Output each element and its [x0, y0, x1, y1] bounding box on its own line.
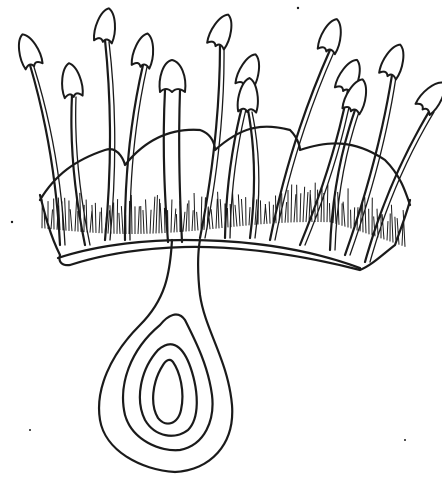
stigma [160, 60, 186, 92]
stamen-filament [105, 40, 110, 240]
stamen-filament-edge [275, 52, 334, 240]
hair-stroke [171, 200, 172, 233]
hair-stroke [186, 203, 187, 231]
hair-stroke [160, 203, 162, 233]
hair-stroke [218, 192, 219, 229]
hair-stroke [70, 209, 72, 231]
hair-stroke [51, 209, 53, 229]
hair-stroke [153, 197, 155, 234]
hair-stroke [174, 209, 176, 233]
hair-stroke [269, 201, 270, 223]
hair-stroke [306, 192, 308, 222]
hair-stroke [238, 194, 240, 226]
hair-stroke [121, 206, 123, 234]
hair-stroke [65, 198, 66, 231]
stamen-anther [206, 11, 237, 50]
hair-stroke [99, 212, 100, 233]
hair-stroke [92, 205, 93, 233]
hair-stroke [101, 208, 102, 234]
hair-stroke [138, 206, 139, 234]
hair-stroke [235, 205, 237, 227]
hair-stroke [241, 199, 243, 226]
hair-stroke [150, 210, 151, 234]
hair-stroke [197, 212, 198, 231]
hair-stroke [90, 211, 92, 233]
hair-stroke [300, 193, 301, 222]
hair-stroke [227, 208, 228, 227]
hair-stroke [303, 187, 305, 222]
perianth-lobes [40, 127, 410, 205]
stamen-anther [415, 77, 442, 116]
stamen-anther [378, 41, 409, 80]
hair-stroke [216, 199, 217, 229]
hair-stroke [249, 207, 250, 225]
hair-stroke [143, 210, 144, 234]
hair-stroke [95, 203, 96, 233]
pistil [99, 60, 232, 472]
hair-stroke [233, 191, 234, 226]
hair-stroke [131, 195, 132, 234]
hair-stroke [192, 210, 193, 231]
stamen-anther [93, 7, 119, 44]
hair-stroke [387, 221, 388, 240]
stamen-anther [131, 31, 158, 68]
hair-stroke [265, 204, 267, 224]
stamen-filament-edge [130, 67, 147, 240]
hair-stroke [194, 193, 195, 231]
hair-stroke [294, 194, 296, 222]
stamen-anther [317, 16, 347, 55]
hair-stroke [146, 199, 147, 233]
hair-stroke [176, 214, 177, 232]
hair-stroke [343, 202, 345, 227]
hair-stroke [260, 200, 261, 224]
hair-stroke [119, 213, 120, 234]
hair-stroke [220, 199, 222, 228]
hair-stroke [117, 199, 118, 234]
hair-stroke [156, 195, 157, 233]
hair-stroke [211, 209, 213, 229]
stamen-anther [13, 31, 43, 70]
hair-stroke [327, 185, 328, 222]
hair-stroke [365, 197, 366, 233]
hair-stroke [164, 208, 165, 233]
hair-stroke [159, 199, 160, 233]
hair-stroke [329, 203, 330, 222]
stamen-anther [59, 62, 84, 98]
hair-stroke [291, 184, 292, 222]
hair-stroke [183, 212, 185, 232]
hair-stroke [285, 202, 287, 223]
hair-stroke [391, 205, 393, 243]
